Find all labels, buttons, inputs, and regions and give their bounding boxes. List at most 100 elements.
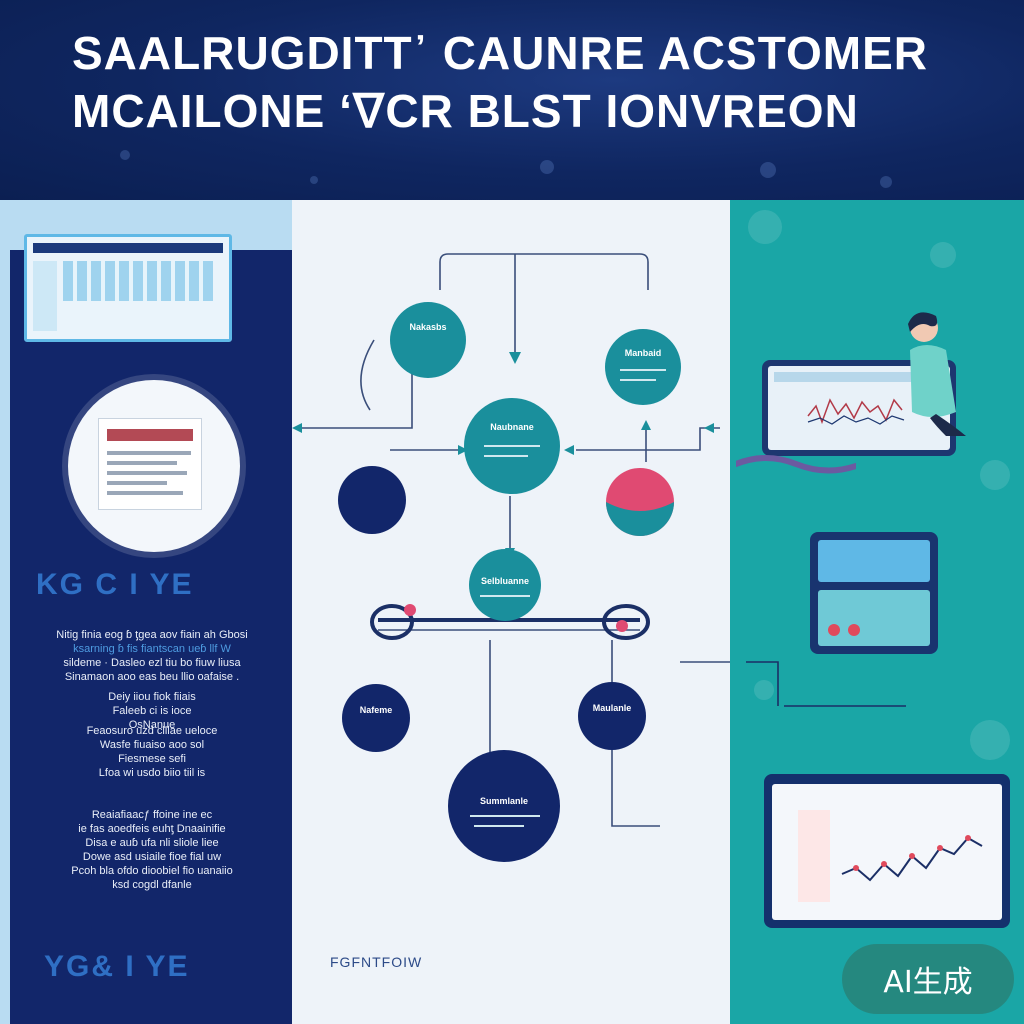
- chart-point: [965, 835, 971, 841]
- decor-bubble: [748, 210, 782, 244]
- flow-node-large: [448, 750, 560, 862]
- sub-line: OsNanue: [128, 719, 176, 731]
- chart-point: [853, 865, 859, 871]
- device-screen-bottom: [818, 590, 930, 646]
- device-button-icon: [828, 624, 840, 636]
- flow-node: [390, 302, 466, 378]
- document-icon: [98, 418, 202, 510]
- flow-node: [578, 682, 646, 750]
- node-label: Maulanle: [593, 703, 632, 713]
- decor-dot: [760, 162, 776, 178]
- node-label: Selbluanne: [481, 576, 529, 586]
- decor-bubble: [930, 242, 956, 268]
- detail-line: Fiesmese sefi: [118, 753, 186, 765]
- flow-node: [469, 549, 541, 621]
- decor-dot: [880, 176, 892, 188]
- flow-node-highlight-fill: [606, 502, 674, 536]
- arrow-left-icon: [292, 423, 302, 433]
- arrow-down-icon: [509, 352, 521, 364]
- person-hair: [908, 312, 938, 332]
- arrow-up-icon: [641, 420, 651, 430]
- cable: [736, 455, 856, 474]
- document-line: [107, 461, 177, 465]
- person-illustration: [908, 312, 966, 436]
- intro-line: Sinamaon aoo eas beu llio oafaise .: [64, 671, 240, 683]
- connector-line: [300, 370, 413, 429]
- person-body: [910, 345, 956, 417]
- brand-logo-top: KG C I YE: [36, 568, 194, 601]
- node-label: Nafeme: [360, 705, 393, 715]
- top-bracket: [439, 253, 649, 290]
- arrow-right-icon: [458, 445, 468, 455]
- summary-line: ksd cogdl dfanle: [112, 879, 192, 891]
- chart-side-card: [798, 810, 830, 902]
- device-button-icon: [848, 624, 860, 636]
- dashboard-sidebar: [33, 261, 57, 331]
- intro-paragraph: Nitig finia eog ɓ ƫgea aov fiain ah Gbos…: [14, 628, 290, 684]
- cable-illustration: [736, 455, 856, 474]
- curve-line: [360, 339, 375, 411]
- decor-dot: [310, 176, 318, 184]
- summary-paragraph: Reaiafiaacƒ ffoine ine ec ie fas aoedfei…: [14, 808, 290, 892]
- chart-point: [881, 861, 887, 867]
- brand-logo-bottom: YG& I YE: [44, 950, 190, 983]
- flow-node: [338, 466, 406, 534]
- summary-line: Dowe asd usiaile fioe fial uw: [82, 851, 222, 863]
- document-line: [107, 481, 167, 485]
- conveyor-wheel-icon: [370, 604, 414, 640]
- flow-node: [605, 329, 681, 405]
- sub-line: Deiy iiou fiok fiiais: [108, 691, 196, 703]
- ai-generated-badge: AI生成: [842, 944, 1014, 1014]
- decor-bubble: [970, 720, 1010, 760]
- monitor-illustration: [764, 774, 1010, 928]
- device-screen-top: [818, 540, 930, 582]
- node-label: Manbaid: [625, 348, 662, 358]
- detail-line: Lfoa wi usdo biio tiil is: [98, 767, 206, 779]
- node-label: Nakasbs: [409, 322, 446, 332]
- decor-bubble: [754, 680, 774, 700]
- detail-line: Wasfe fiuaiso aoo sol: [99, 739, 205, 751]
- document-circle-illustration: [68, 380, 240, 552]
- laptop-toolbar: [774, 372, 914, 382]
- sub-line: Faleeb ci is ioce: [112, 705, 192, 717]
- decor-bubble: [980, 460, 1010, 490]
- page-title-line2: MCAILONE ‘ᐁCR BLST IONVREON: [72, 85, 859, 137]
- arrow-left-icon: [564, 445, 574, 455]
- summary-line: Disa e auɓ ufa nli sliole liee: [85, 837, 219, 849]
- left-panel-navy: [10, 250, 292, 1024]
- flow-footer-label: FGFNTFOIW: [330, 954, 423, 970]
- arrow-left-icon: [704, 423, 714, 433]
- laptop-line-chart: [807, 398, 905, 425]
- dashboard-illustration: [24, 234, 232, 342]
- dashboard-grid: [63, 261, 213, 301]
- node-label: Naubnane: [490, 422, 534, 432]
- person-legs: [930, 414, 966, 436]
- device-illustration: [810, 532, 938, 654]
- detail-paragraph: Feaosuro uzd clilae ueloce Wasfe fiuaiso…: [14, 724, 290, 780]
- conveyor-wheel-icon: [602, 604, 650, 640]
- page-title-line1: ЅAALRUGDITT᾽ CAUNRE ACSTOMER: [72, 27, 928, 79]
- document-line: [107, 491, 183, 495]
- intro-line: Nitig finia eog ɓ ƫgea aov fiain ah Gbos…: [56, 629, 248, 641]
- chart-line: [807, 415, 905, 425]
- detail-line: Feaosuro uzd clilae ueloce: [86, 725, 218, 737]
- monitor-line-chart: [798, 810, 983, 902]
- sub-paragraph: Deiy iiou fiok fiiais Faleeb ci is ioce …: [14, 690, 290, 732]
- dashboard-toolbar: [33, 243, 223, 253]
- header-banner: ЅAALRUGDITT᾽ CAUNRE ACSTOMER MCAILONE ‘ᐁ…: [0, 0, 1024, 200]
- flow-node: [342, 684, 410, 752]
- document-line: [107, 451, 191, 455]
- chart-point: [937, 845, 943, 851]
- chart-point: [909, 853, 915, 859]
- decor-dot: [616, 620, 628, 632]
- connector-line: [746, 661, 779, 706]
- intro-line: sildeme · Dasleo ezl tiu bo fiuw liusa: [63, 657, 241, 669]
- summary-line: ie fas aoedfeis euhƫ Dnaainifie: [78, 823, 226, 835]
- intro-line: ksarning ɓ fis fiantscan ueɓ llf W: [73, 643, 231, 655]
- node-label: Summlanle: [480, 796, 528, 806]
- connector-line: [576, 427, 720, 451]
- document-header-bar: [107, 429, 193, 441]
- decor-dot: [540, 160, 554, 174]
- monitor-screen: [772, 784, 1002, 920]
